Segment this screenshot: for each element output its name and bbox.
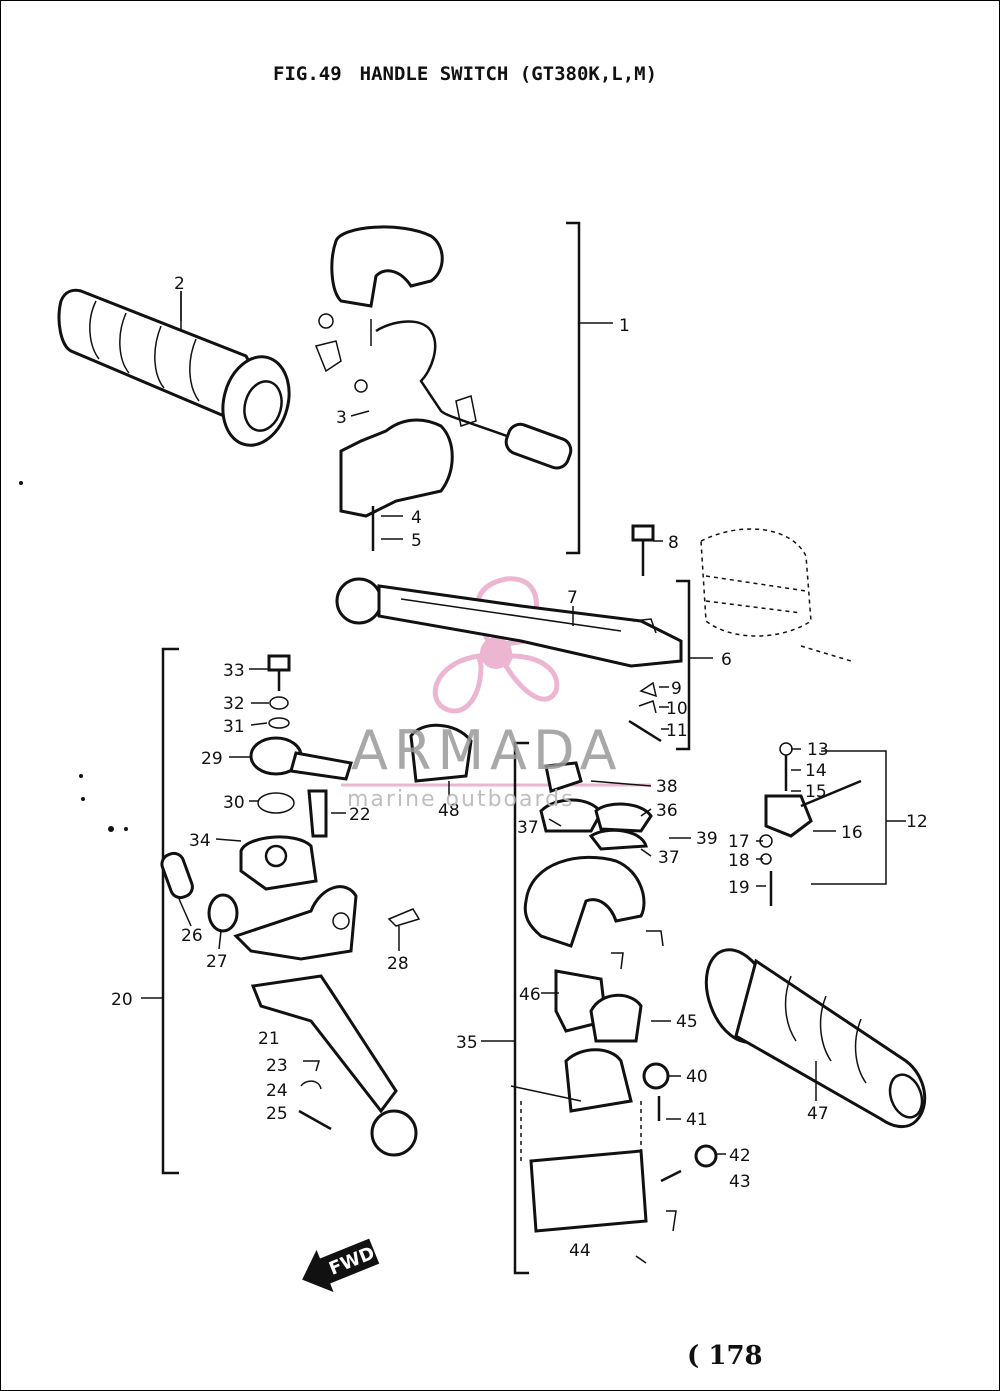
left-grip bbox=[57, 288, 291, 447]
leader-lines bbox=[178, 291, 836, 1155]
bolt-33 bbox=[267, 654, 291, 691]
right-grip-47 bbox=[704, 948, 927, 1129]
callout-47: 47 bbox=[807, 1104, 829, 1124]
callout-17: 17 bbox=[728, 832, 750, 852]
callout-28: 28 bbox=[387, 954, 409, 974]
callout-14: 14 bbox=[805, 761, 827, 781]
bracket-20 bbox=[161, 647, 179, 1175]
callout-19: 19 bbox=[728, 878, 750, 898]
bracket-6 bbox=[676, 579, 691, 751]
figure-title: FIG.49 HANDLE SWITCH (GT380K,L,M) bbox=[273, 63, 657, 85]
right-switch-cover bbox=[523, 855, 646, 948]
callout-18: 18 bbox=[728, 851, 750, 871]
callout-13: 13 bbox=[807, 740, 829, 760]
callout-43: 43 bbox=[729, 1172, 751, 1192]
callout-24: 24 bbox=[266, 1081, 288, 1101]
callout-9: 9 bbox=[671, 679, 682, 699]
callout-12: 12 bbox=[906, 812, 928, 832]
lever-bracket bbox=[233, 885, 358, 961]
figure-name: HANDLE SWITCH (GT380K,L,M) bbox=[359, 63, 658, 85]
callout-33: 33 bbox=[223, 661, 245, 681]
switch-base-44 bbox=[510, 1048, 648, 1233]
part-48 bbox=[409, 723, 473, 783]
pivot-34 bbox=[239, 835, 318, 891]
callout-22: 22 bbox=[349, 805, 371, 825]
callout-45: 45 bbox=[676, 1012, 698, 1032]
callout-23: 23 bbox=[266, 1056, 288, 1076]
callout-6: 6 bbox=[721, 650, 732, 670]
lever-holder-bar bbox=[335, 577, 683, 668]
callout-7: 7 bbox=[567, 588, 578, 608]
callout-44: 44 bbox=[569, 1241, 591, 1261]
callout-11: 11 bbox=[666, 721, 688, 741]
left-switch-housing bbox=[314, 225, 573, 551]
bolt-8 bbox=[631, 524, 655, 576]
watermark-name: ARMADA bbox=[351, 719, 623, 782]
figure-number: FIG.49 bbox=[273, 63, 342, 85]
callout-46: 46 bbox=[519, 985, 541, 1005]
dashed-housing-detail bbox=[700, 528, 852, 662]
callout-5: 5 bbox=[411, 531, 422, 551]
callout-26: 26 bbox=[181, 926, 203, 946]
callout-42: 42 bbox=[729, 1146, 751, 1166]
clutch-lever-21 bbox=[250, 974, 418, 1157]
callout-34: 34 bbox=[189, 831, 211, 851]
callout-3: 3 bbox=[336, 408, 347, 428]
callout-37a: 37 bbox=[517, 818, 539, 838]
cam-29 bbox=[249, 736, 353, 781]
bracket-35 bbox=[513, 741, 529, 1275]
callout-21: 21 bbox=[258, 1029, 280, 1049]
callout-37b: 37 bbox=[658, 848, 680, 868]
callout-1: 1 bbox=[619, 316, 630, 336]
callout-35: 35 bbox=[456, 1033, 478, 1053]
callout-4: 4 bbox=[411, 508, 422, 528]
callout-29: 29 bbox=[201, 749, 223, 769]
switch-assembly-12 bbox=[759, 742, 906, 906]
callout-31: 31 bbox=[223, 717, 245, 737]
callout-30: 30 bbox=[223, 793, 245, 813]
callout-32: 32 bbox=[223, 694, 245, 714]
callout-40: 40 bbox=[686, 1067, 708, 1087]
callout-2: 2 bbox=[174, 274, 185, 294]
callout-41: 41 bbox=[686, 1110, 708, 1130]
fwd-arrow-icon: FWD bbox=[302, 1238, 380, 1293]
callout-labels: 1 2 3 4 5 6 7 8 9 10 11 12 13 14 15 16 1… bbox=[111, 274, 928, 1261]
callout-10: 10 bbox=[666, 699, 688, 719]
bracket-1 bbox=[566, 221, 581, 555]
callout-25: 25 bbox=[266, 1104, 288, 1124]
page-number: ( 178 bbox=[687, 1341, 763, 1371]
callout-15: 15 bbox=[805, 782, 827, 802]
callout-36: 36 bbox=[656, 801, 678, 821]
callout-16: 16 bbox=[841, 823, 863, 843]
callout-38: 38 bbox=[656, 777, 678, 797]
callout-20: 20 bbox=[111, 990, 133, 1010]
callout-39: 39 bbox=[696, 829, 718, 849]
callout-8: 8 bbox=[668, 533, 679, 553]
callout-27: 27 bbox=[206, 952, 228, 972]
watermark-tagline: marine outboards bbox=[347, 787, 575, 812]
callout-48: 48 bbox=[438, 801, 460, 821]
